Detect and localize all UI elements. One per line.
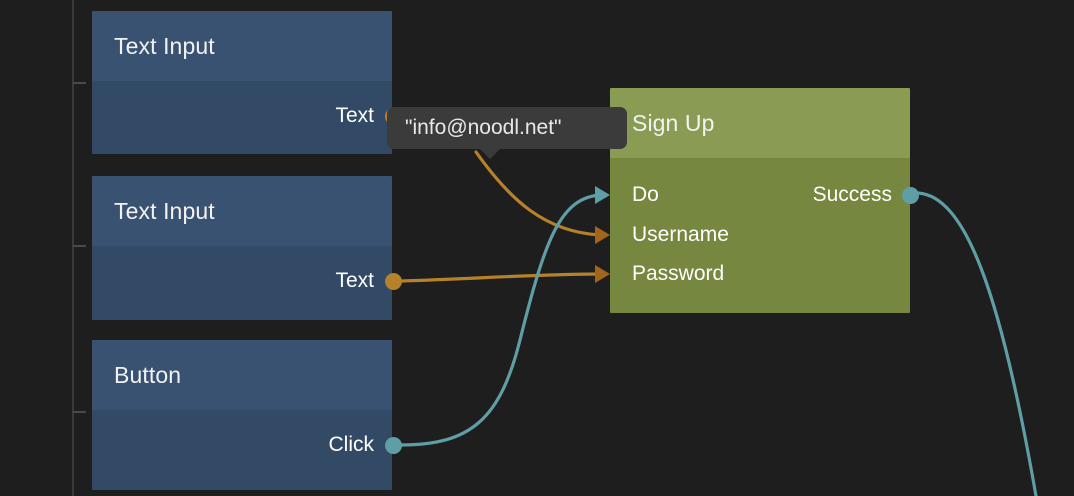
node-header-sign-up[interactable]: Sign Up bbox=[610, 88, 910, 158]
tree-rail bbox=[72, 0, 74, 496]
port-label-success: Success bbox=[812, 183, 892, 206]
node-title-text-input-1: Text Input bbox=[114, 32, 215, 59]
output-port-text[interactable]: Text bbox=[335, 269, 374, 293]
node-header-button-1[interactable]: Button bbox=[92, 340, 392, 410]
node-body-button-1[interactable]: Click bbox=[92, 410, 392, 490]
output-port-text[interactable]: Text bbox=[335, 104, 374, 128]
port-label-do: Do bbox=[632, 183, 659, 206]
port-connector-click[interactable] bbox=[385, 437, 402, 454]
port-label-text: Text bbox=[335, 104, 374, 127]
output-port-click[interactable]: Click bbox=[329, 433, 375, 457]
input-port-username[interactable]: Username bbox=[632, 223, 729, 247]
tree-stub-0 bbox=[73, 82, 86, 84]
value-tooltip: "info@noodl.net" bbox=[387, 107, 627, 149]
port-connector-password[interactable] bbox=[595, 265, 610, 283]
input-port-password[interactable]: Password bbox=[632, 262, 724, 286]
wire-text1-to-username[interactable] bbox=[474, 150, 602, 237]
tooltip-label: "info@noodl.net" bbox=[405, 116, 562, 139]
input-port-do[interactable]: Do bbox=[632, 183, 659, 207]
tree-stub-2 bbox=[73, 411, 86, 413]
port-connector-do[interactable] bbox=[595, 186, 610, 204]
tooltip-tail bbox=[479, 148, 501, 159]
port-connector-username[interactable] bbox=[595, 226, 610, 244]
node-header-text-input-1[interactable]: Text Input bbox=[92, 11, 392, 81]
node-body-text-input-2[interactable]: Text bbox=[92, 246, 392, 320]
port-connector-success[interactable] bbox=[902, 187, 919, 204]
wire-text2-to-password[interactable] bbox=[399, 272, 602, 283]
wire-success-out[interactable] bbox=[916, 191, 1038, 496]
node-header-text-input-2[interactable]: Text Input bbox=[92, 176, 392, 246]
port-label-password: Password bbox=[632, 262, 725, 285]
tree-stub-1 bbox=[73, 245, 86, 247]
port-label-text: Text bbox=[335, 269, 374, 292]
node-title-button-1: Button bbox=[114, 361, 182, 388]
wire-click-to-do[interactable] bbox=[399, 193, 602, 447]
node-title-sign-up: Sign Up bbox=[632, 109, 715, 136]
node-body-text-input-1[interactable]: Text bbox=[92, 81, 392, 154]
output-port-success[interactable]: Success bbox=[813, 183, 892, 207]
port-label-click: Click bbox=[328, 433, 375, 456]
node-title-text-input-2: Text Input bbox=[114, 197, 215, 224]
port-connector-text[interactable] bbox=[385, 273, 402, 290]
port-label-username: Username bbox=[632, 223, 729, 246]
